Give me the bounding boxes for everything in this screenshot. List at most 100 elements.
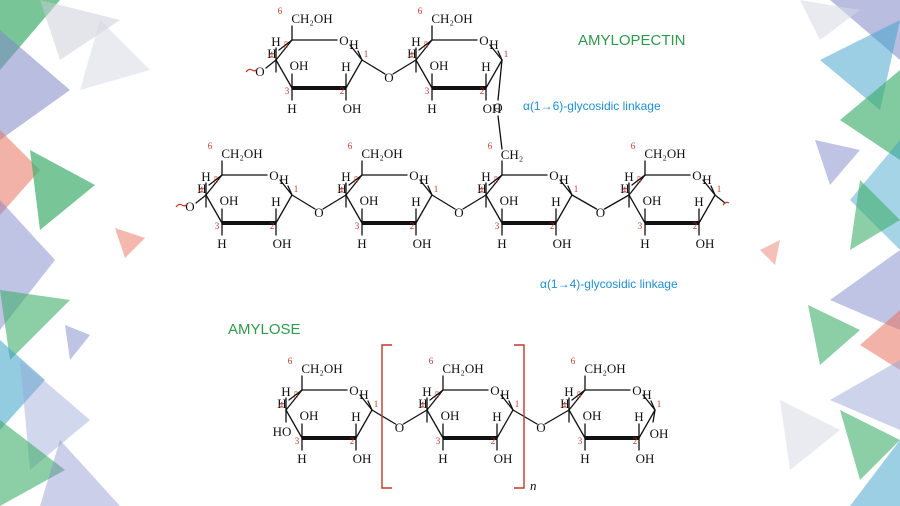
carbon-number: 4 [339, 185, 344, 195]
bond [497, 115, 503, 150]
bond [710, 185, 716, 196]
bg-triangle [20, 360, 90, 470]
hydroxyl: HO [273, 424, 292, 439]
hydrogen: H [640, 236, 649, 251]
bond [402, 409, 428, 425]
bg-triangle [40, 0, 120, 60]
bond [426, 389, 444, 411]
carbon-number: 3 [295, 436, 300, 446]
bracket-left [381, 344, 392, 489]
bond [642, 394, 656, 411]
carbon-number: 6 [288, 356, 293, 366]
bond [488, 174, 503, 186]
bond [361, 59, 386, 75]
ch2oh-group: CH₂OH [584, 361, 625, 376]
hydroxyl: OH [300, 408, 319, 423]
ch2oh-group: CH₂OH [361, 146, 402, 161]
carbon-number: 2 [340, 86, 345, 96]
hydroxyl: OH [441, 408, 460, 423]
bond [568, 389, 586, 411]
label-alpha-1-6-linkage: α(1→6)-glycosidic linkage [523, 99, 661, 113]
carbon-number: 3 [495, 221, 500, 231]
bond [278, 39, 293, 51]
bond [497, 50, 503, 61]
bond [285, 389, 303, 411]
bg-triangle [40, 440, 120, 506]
hydrogen: H [297, 451, 306, 466]
hydrogen: H [277, 396, 286, 411]
bond [544, 409, 570, 425]
carbon-number: 6 [488, 141, 493, 151]
carbon-number: 4 [622, 185, 627, 195]
hydrogen: H [418, 396, 427, 411]
carbon-number: 6 [631, 141, 636, 151]
bond [371, 409, 397, 425]
bond [631, 174, 646, 186]
ch2oh-group: CH₂OH [644, 146, 685, 161]
hydroxyl: OH [353, 451, 372, 466]
carbon-number: 4 [479, 185, 484, 195]
bond [714, 194, 726, 204]
carbon-number: 1 [717, 184, 722, 194]
carbon-number: 2 [350, 436, 355, 446]
carbon-number: 1 [434, 184, 439, 194]
bg-triangle [65, 325, 90, 360]
bg-triangle [0, 420, 65, 506]
hydroxyl: OH [583, 408, 602, 423]
bond [195, 194, 207, 204]
bond [702, 179, 716, 196]
hydroxyl: OH [500, 193, 519, 208]
bond [568, 409, 586, 439]
hydrogen: H [489, 37, 498, 52]
carbon-number: 3 [215, 221, 220, 231]
ring-oxygen: O [549, 168, 558, 183]
carbon-number: 1 [364, 49, 369, 59]
bond [427, 185, 433, 196]
bond [285, 409, 303, 439]
carbon-number: 1 [504, 49, 509, 59]
hydrogen: H [217, 236, 226, 251]
bond [500, 394, 514, 411]
bond [357, 50, 363, 61]
ch2oh-group: CH₂OH [221, 146, 262, 161]
carbon-number: 2 [550, 221, 555, 231]
carbon-number: 3 [355, 221, 360, 231]
bond [462, 194, 487, 210]
carbon-number: 1 [294, 184, 299, 194]
hydrogen: H [337, 181, 346, 196]
hydrogen: H [694, 194, 703, 209]
hydrogen: H [271, 34, 280, 49]
chain-continues [722, 201, 730, 206]
carbon-number: 6 [418, 6, 423, 16]
carbon-number: 2 [480, 86, 485, 96]
hydrogen: H [560, 396, 569, 411]
ring-oxygen: O [490, 383, 499, 398]
hydrogen: H [359, 387, 368, 402]
bond [275, 194, 293, 224]
bg-triangle [80, 20, 150, 90]
bg-triangle [850, 180, 900, 250]
hydrogen: H [411, 34, 420, 49]
hydrogen: H [271, 194, 280, 209]
bond [426, 409, 444, 439]
ch2oh-group: CH₂OH [442, 361, 483, 376]
hydrogen: H [341, 169, 350, 184]
bond [345, 194, 363, 224]
hydrogen: H [197, 181, 206, 196]
terminal-oxygen: O [255, 64, 264, 79]
hydrogen: H [500, 387, 509, 402]
hydrogen: H [349, 37, 358, 52]
bond [571, 389, 586, 401]
ch2oh-group: CH₂OH [301, 361, 342, 376]
hydrogen: H [201, 169, 210, 184]
bg-triangle [0, 130, 40, 215]
bg-triangle [850, 440, 900, 506]
bg-triangle [840, 410, 900, 480]
bond [345, 174, 363, 196]
bond [638, 409, 656, 439]
